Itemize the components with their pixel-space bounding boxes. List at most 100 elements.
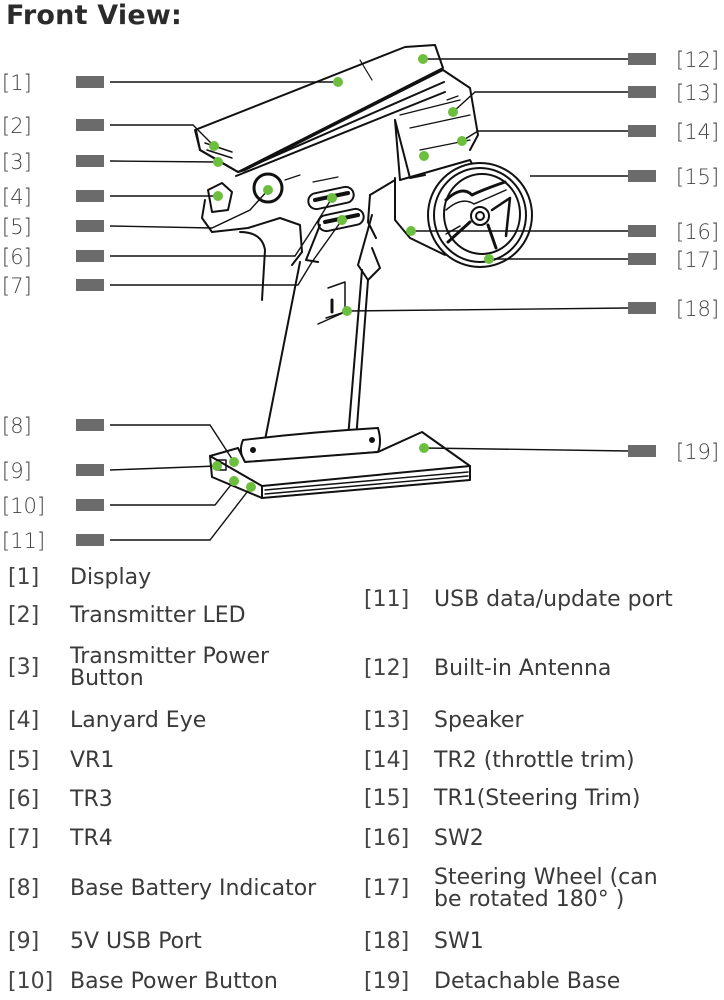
legend-number: [16] bbox=[364, 826, 410, 851]
callout-number-15: [15] bbox=[676, 165, 719, 189]
callout-number-9: [9] bbox=[2, 459, 32, 483]
legend-number: [14] bbox=[364, 748, 410, 773]
legend-number: [2] bbox=[8, 603, 40, 628]
transmitter-diagram: [1][2][3][4][5][6][7][8][9][10][11][12][… bbox=[2, 44, 719, 553]
legend-number: [4] bbox=[8, 708, 40, 733]
callout-dots bbox=[209, 54, 494, 492]
callout-marker-3 bbox=[76, 155, 104, 167]
legend-number: [12] bbox=[364, 656, 410, 681]
legend-label: 5V USB Port bbox=[70, 929, 202, 955]
callout-number-3: [3] bbox=[2, 150, 32, 174]
steering-unit bbox=[367, 159, 533, 268]
leader-lines bbox=[109, 58, 629, 541]
leader-line-8 bbox=[110, 424, 235, 463]
callout-numbers: [1][2][3][4][5][6][7][8][9][10][11][12][… bbox=[2, 48, 719, 553]
callout-number-13: [13] bbox=[676, 81, 719, 105]
callout-dot-4 bbox=[213, 191, 223, 201]
legend-label: Base Battery Indicator bbox=[70, 876, 317, 902]
callout-number-18: [18] bbox=[676, 297, 719, 321]
callout-marker-7 bbox=[76, 279, 104, 291]
callout-number-16: [16] bbox=[676, 220, 719, 244]
leader-line-13 bbox=[452, 91, 628, 113]
legend-item-right-2: [12] Built-in Antenna bbox=[364, 658, 611, 680]
callout-number-5: [5] bbox=[2, 215, 32, 239]
callout-number-17: [17] bbox=[676, 248, 719, 272]
callout-marker-9 bbox=[76, 464, 104, 476]
callout-dot-18 bbox=[342, 306, 352, 316]
callout-marker-5 bbox=[76, 220, 104, 232]
legend-label: USB data/update port bbox=[434, 587, 673, 613]
legend-number: [1] bbox=[8, 565, 40, 590]
callout-dot-10 bbox=[229, 476, 239, 486]
callout-dot-5 bbox=[263, 185, 273, 195]
callout-marker-6 bbox=[76, 250, 104, 262]
legend-label: TR4 bbox=[70, 826, 113, 852]
legend-item-left-10: [10]Base Power Button bbox=[8, 971, 278, 993]
legend-item-right-4: [14]TR2 (throttle trim) bbox=[364, 750, 635, 772]
legend-item-left-2: [2] Transmitter LED bbox=[8, 605, 246, 627]
callout-marker-1 bbox=[76, 76, 104, 88]
callout-dot-15 bbox=[419, 151, 429, 161]
legend-item-left-1: [1] Display bbox=[8, 567, 151, 589]
legend-label: Transmitter LED bbox=[70, 603, 246, 629]
callout-dot-11 bbox=[246, 482, 256, 492]
legend-number: [8] bbox=[8, 876, 40, 901]
callout-number-1: [1] bbox=[2, 71, 32, 95]
callout-dot-2 bbox=[209, 141, 219, 151]
callout-dot-17 bbox=[484, 254, 494, 264]
legend-item-right-1: [11] USB data/update port bbox=[364, 589, 673, 611]
callout-marker-12 bbox=[628, 53, 656, 65]
callout-dot-8 bbox=[229, 457, 239, 467]
callout-marker-2 bbox=[76, 119, 104, 131]
callout-dot-13 bbox=[448, 107, 458, 117]
legend-item-left-4: [4]Lanyard Eye bbox=[8, 710, 206, 732]
legend-item-right-8: [18] SW1 bbox=[364, 931, 484, 953]
legend-number: [11] bbox=[364, 587, 410, 612]
callout-markers bbox=[76, 53, 656, 546]
legend-label: Built-in Antenna bbox=[434, 656, 612, 682]
leader-line-2 bbox=[110, 124, 215, 147]
legend-label-line: be rotated 180° ) bbox=[434, 886, 625, 912]
legend-label-line: Steering Wheel (can bbox=[434, 865, 658, 890]
callout-marker-13 bbox=[628, 86, 656, 98]
leader-line-7 bbox=[110, 219, 343, 286]
leader-line-5 bbox=[109, 189, 269, 229]
legend-number: [18] bbox=[364, 929, 410, 954]
legend-number: [17] bbox=[364, 875, 410, 901]
legend-item-right-6: [16] SW2 bbox=[364, 828, 484, 850]
leader-line-18 bbox=[346, 307, 629, 312]
legend-number: [10] bbox=[8, 969, 54, 994]
callout-dot-7 bbox=[337, 215, 347, 225]
legend-label: Speaker bbox=[434, 708, 524, 734]
legend-number: [6] bbox=[8, 787, 40, 812]
callout-dot-1 bbox=[333, 77, 343, 87]
callout-marker-17 bbox=[628, 253, 656, 265]
callout-marker-10 bbox=[76, 499, 104, 511]
callout-dot-14 bbox=[457, 136, 467, 146]
legend-item-right-9: [19]Detachable Base bbox=[364, 971, 620, 993]
callout-dot-12 bbox=[418, 54, 428, 64]
callout-marker-8 bbox=[76, 419, 104, 431]
legend-number: [3] bbox=[8, 654, 40, 680]
leader-line-11 bbox=[110, 486, 252, 541]
detachable-base bbox=[209, 427, 471, 499]
leader-line-14 bbox=[461, 130, 628, 142]
leader-line-9 bbox=[109, 465, 218, 471]
legend-label: SW2 bbox=[434, 826, 484, 852]
legend-item-left-9: [9] 5V USB Port bbox=[8, 931, 202, 953]
legend-label: SW1 bbox=[434, 929, 484, 955]
callout-dot-19 bbox=[419, 443, 429, 453]
callout-marker-4 bbox=[76, 190, 104, 202]
callout-number-8: [8] bbox=[2, 414, 32, 438]
legend-label: Display bbox=[70, 565, 152, 591]
legend-number: [9] bbox=[8, 929, 40, 954]
callout-marker-11 bbox=[76, 534, 104, 546]
callout-number-4: [4] bbox=[2, 185, 32, 209]
legend-item-right-3: [13]Speaker bbox=[364, 710, 523, 732]
legend-label: VR1 bbox=[70, 748, 115, 774]
legend-item-left-6: [6]TR3 bbox=[8, 789, 113, 811]
legend-label: TR1(Steering Trim) bbox=[434, 786, 641, 812]
